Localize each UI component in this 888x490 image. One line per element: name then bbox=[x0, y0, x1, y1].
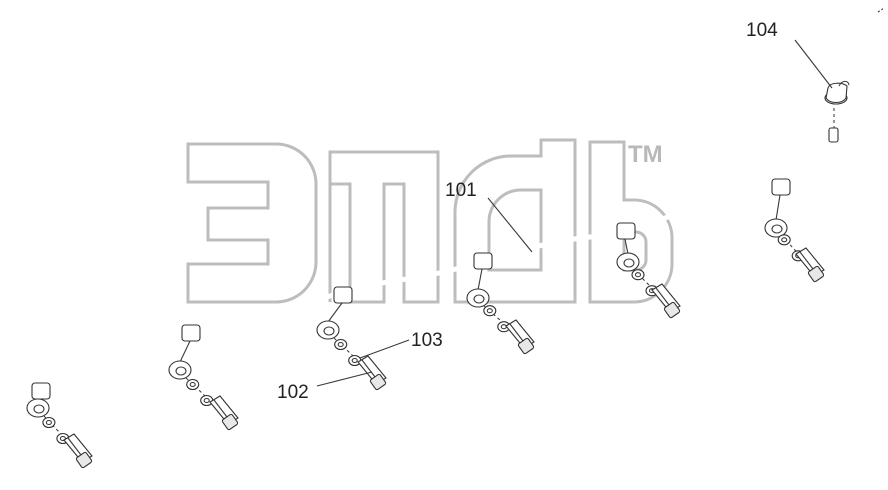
sealing-washer bbox=[348, 354, 362, 367]
injector-station bbox=[316, 286, 387, 391]
banjo-bolt bbox=[63, 433, 93, 469]
injector-stations bbox=[26, 178, 825, 469]
sealing-washer bbox=[631, 269, 645, 281]
tee-fitting bbox=[181, 324, 201, 342]
sealing-washer bbox=[483, 305, 497, 317]
banjo-bolt bbox=[357, 355, 387, 391]
corner-mark bbox=[877, 7, 885, 13]
watermark-letter-1 bbox=[186, 142, 318, 304]
tee-fitting bbox=[333, 286, 353, 304]
callout-103: 103 bbox=[411, 330, 443, 351]
pipe-end-fitting bbox=[828, 127, 839, 143]
injector-station bbox=[764, 178, 825, 283]
injector-station bbox=[466, 252, 535, 355]
injector-station bbox=[26, 382, 93, 469]
sealing-washer bbox=[777, 234, 791, 246]
banjo-bolt bbox=[795, 247, 825, 283]
watermark-trademark: TM bbox=[628, 141, 663, 168]
banjo-fitting bbox=[168, 360, 192, 380]
watermark-letter-3 bbox=[453, 138, 577, 304]
banjo-fitting bbox=[316, 320, 340, 340]
sealing-washer bbox=[334, 338, 348, 351]
watermark-logo: TM bbox=[186, 138, 674, 304]
cap-104 bbox=[824, 80, 850, 105]
watermark-letter-2 bbox=[328, 150, 440, 304]
callout-104: 104 bbox=[746, 20, 778, 41]
sealing-washer bbox=[200, 394, 214, 407]
tee-fitting bbox=[473, 252, 493, 270]
tee-fitting bbox=[771, 178, 791, 196]
sealing-washer bbox=[186, 378, 200, 391]
banjo-bolt bbox=[209, 395, 239, 431]
sealing-washer bbox=[42, 416, 56, 429]
banjo-fitting bbox=[764, 218, 788, 238]
leader-lines bbox=[316, 39, 833, 387]
banjo-fitting bbox=[616, 252, 640, 272]
callout-102: 102 bbox=[277, 382, 309, 403]
banjo-bolt bbox=[651, 283, 681, 319]
banjo-bolt bbox=[505, 319, 535, 355]
callout-101: 101 bbox=[445, 180, 477, 201]
tee-fitting bbox=[616, 222, 636, 240]
tee-fitting bbox=[31, 382, 51, 400]
injector-station bbox=[168, 324, 239, 431]
banjo-fitting bbox=[26, 398, 50, 418]
injector-station bbox=[616, 222, 681, 319]
banjo-fitting bbox=[466, 288, 490, 308]
